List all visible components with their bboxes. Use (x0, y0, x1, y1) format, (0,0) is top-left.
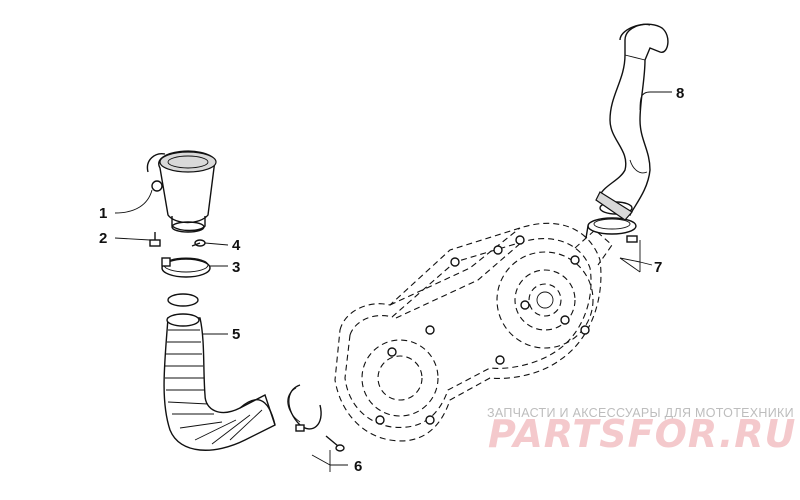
screw-part-4 (191, 239, 206, 247)
watermark: ЗАПЧАСТИ И АКСЕССУАРЫ ДЛЯ МОТОТЕХНИКИ PA… (487, 406, 796, 456)
clamp-part-3 (161, 257, 211, 278)
watermark-tagline: ЗАПЧАСТИ И АКСЕССУАРЫ ДЛЯ МОТОТЕХНИКИ (487, 406, 794, 420)
clamp-part-6 (287, 384, 345, 452)
callout-1: 1 (99, 205, 107, 222)
callout-8: 8 (676, 85, 684, 102)
callout-4: 4 (232, 237, 241, 254)
air-filter (146, 150, 217, 233)
intake-duct (163, 293, 276, 451)
callout-2: 2 (99, 230, 107, 247)
callout-7: 7 (654, 259, 662, 276)
cvt-cover (334, 222, 613, 442)
callout-3: 3 (232, 259, 240, 276)
screw-part-2 (149, 232, 161, 247)
callout-5: 5 (232, 326, 240, 343)
callout-6: 6 (354, 458, 362, 475)
outlet-duct (595, 23, 669, 221)
gasket-part-7 (585, 217, 638, 243)
watermark-logo: PARTSFOR.RU (488, 412, 796, 456)
leader-lines (114, 91, 672, 472)
callouts: 1 2 3 4 5 6 7 8 (99, 85, 684, 475)
